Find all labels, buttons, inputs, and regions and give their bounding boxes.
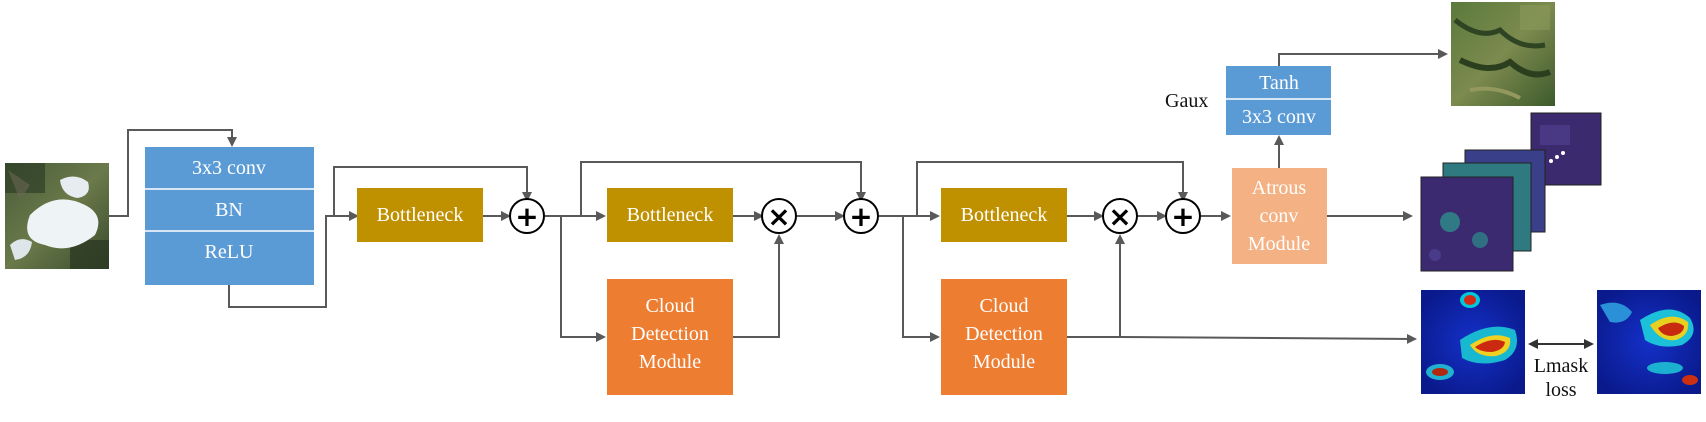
atrous-line-2: conv xyxy=(1260,205,1299,227)
add-symbol: + xyxy=(1171,200,1194,233)
input-satellite-image xyxy=(5,163,109,269)
bottleneck-label: Bottleneck xyxy=(377,204,464,226)
tanh-label: Tanh xyxy=(1259,72,1299,94)
multiply-operator-1: × xyxy=(761,198,797,234)
add-operator-3: + xyxy=(1165,198,1201,234)
loss-label: loss xyxy=(1545,379,1576,401)
cdm-line-2: Detection xyxy=(631,323,709,345)
add-operator-2: + xyxy=(843,198,879,234)
gaux-label: Gaux xyxy=(1165,90,1208,112)
relu-label: ReLU xyxy=(205,241,254,263)
atrous-line-3: Module xyxy=(1248,233,1310,255)
feature-map-stack xyxy=(1420,112,1602,272)
bn-label: BN xyxy=(215,199,243,221)
cloud-detection-module-1: Cloud Detection Module xyxy=(607,279,733,395)
cdm-line-3: Module xyxy=(973,351,1035,373)
atrous-conv-module: Atrous conv Module xyxy=(1232,168,1327,264)
aux-conv-label: 3x3 conv xyxy=(1242,106,1316,128)
bottleneck-label: Bottleneck xyxy=(961,204,1048,226)
add-operator-1: + xyxy=(509,198,545,234)
bottleneck-block-2: Bottleneck xyxy=(607,188,733,242)
cdm-line-1: Cloud xyxy=(980,295,1029,317)
cloud-detection-module-2: Cloud Detection Module xyxy=(941,279,1067,395)
loss-label-bg xyxy=(1530,352,1592,402)
connectors xyxy=(109,49,1448,344)
ground-truth-cloud-mask xyxy=(1597,290,1701,394)
multiply-symbol: × xyxy=(1108,200,1131,233)
lmask-label: Lmask xyxy=(1534,355,1588,377)
cdm-line-1: Cloud xyxy=(646,295,695,317)
cdm-line-2: Detection xyxy=(965,323,1043,345)
bottleneck-label: Bottleneck xyxy=(627,204,714,226)
add-symbol: + xyxy=(515,200,538,233)
multiply-symbol: × xyxy=(767,200,790,233)
output-reconstructed-image xyxy=(1451,2,1555,106)
atrous-line-1: Atrous xyxy=(1252,177,1307,199)
multiply-operator-2: × xyxy=(1102,198,1138,234)
predicted-cloud-mask xyxy=(1421,290,1525,394)
cdm-line-3: Module xyxy=(639,351,701,373)
conv-label: 3x3 conv xyxy=(192,157,266,179)
aux-head-block: Tanh 3x3 conv xyxy=(1226,66,1331,135)
bottleneck-block-3: Bottleneck xyxy=(941,188,1067,242)
add-symbol: + xyxy=(849,200,872,233)
bottleneck-block-1: Bottleneck xyxy=(357,188,483,242)
conv-bn-relu-block: 3x3 conv BN ReLU xyxy=(145,147,314,285)
